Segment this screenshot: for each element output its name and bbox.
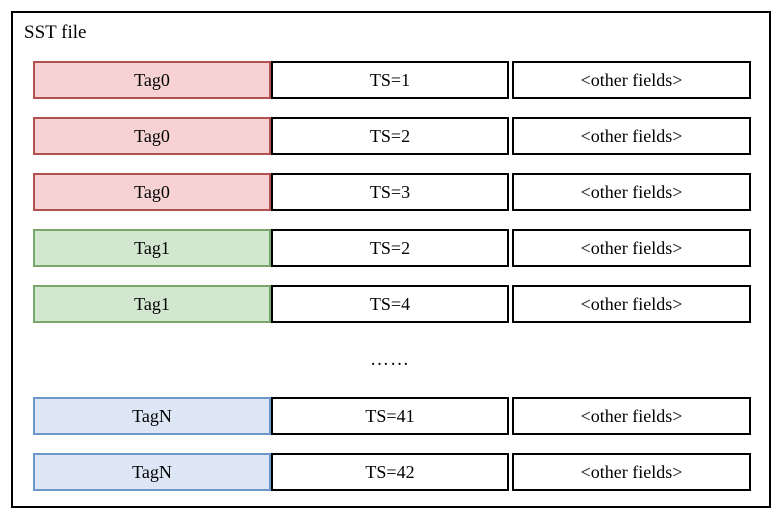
tag-cell: Tag0	[33, 173, 271, 211]
table-row: TagN TS=41 <other fields>	[33, 397, 751, 435]
other-fields-cell: <other fields>	[512, 173, 751, 211]
record-list: Tag0 TS=1 <other fields> Tag0 TS=2 <othe…	[33, 61, 751, 509]
other-fields-cell: <other fields>	[512, 285, 751, 323]
tag-cell: TagN	[33, 397, 271, 435]
table-row: Tag1 TS=4 <other fields>	[33, 285, 751, 323]
sst-file-container: SST file Tag0 TS=1 <other fields> Tag0 T…	[11, 11, 771, 508]
other-fields-cell: <other fields>	[512, 61, 751, 99]
ellipsis-row: ……	[33, 341, 751, 379]
timestamp-cell: TS=2	[271, 229, 509, 267]
other-fields-cell: <other fields>	[512, 229, 751, 267]
table-row: Tag0 TS=1 <other fields>	[33, 61, 751, 99]
table-row: TagN TS=42 <other fields>	[33, 453, 751, 491]
tag-cell: Tag1	[33, 229, 271, 267]
timestamp-cell: TS=1	[271, 61, 509, 99]
other-fields-cell: <other fields>	[512, 397, 751, 435]
timestamp-cell: TS=4	[271, 285, 509, 323]
tag-cell: Tag0	[33, 61, 271, 99]
sst-file-title: SST file	[24, 22, 87, 43]
tag-cell: Tag0	[33, 117, 271, 155]
table-row: Tag1 TS=2 <other fields>	[33, 229, 751, 267]
timestamp-cell: TS=2	[271, 117, 509, 155]
table-row: Tag0 TS=3 <other fields>	[33, 173, 751, 211]
table-row: Tag0 TS=2 <other fields>	[33, 117, 751, 155]
other-fields-cell: <other fields>	[512, 117, 751, 155]
timestamp-cell: TS=41	[271, 397, 509, 435]
ellipsis-text: ……	[370, 349, 410, 370]
other-fields-cell: <other fields>	[512, 453, 751, 491]
tag-cell: Tag1	[33, 285, 271, 323]
tag-cell: TagN	[33, 453, 271, 491]
timestamp-cell: TS=42	[271, 453, 509, 491]
timestamp-cell: TS=3	[271, 173, 509, 211]
